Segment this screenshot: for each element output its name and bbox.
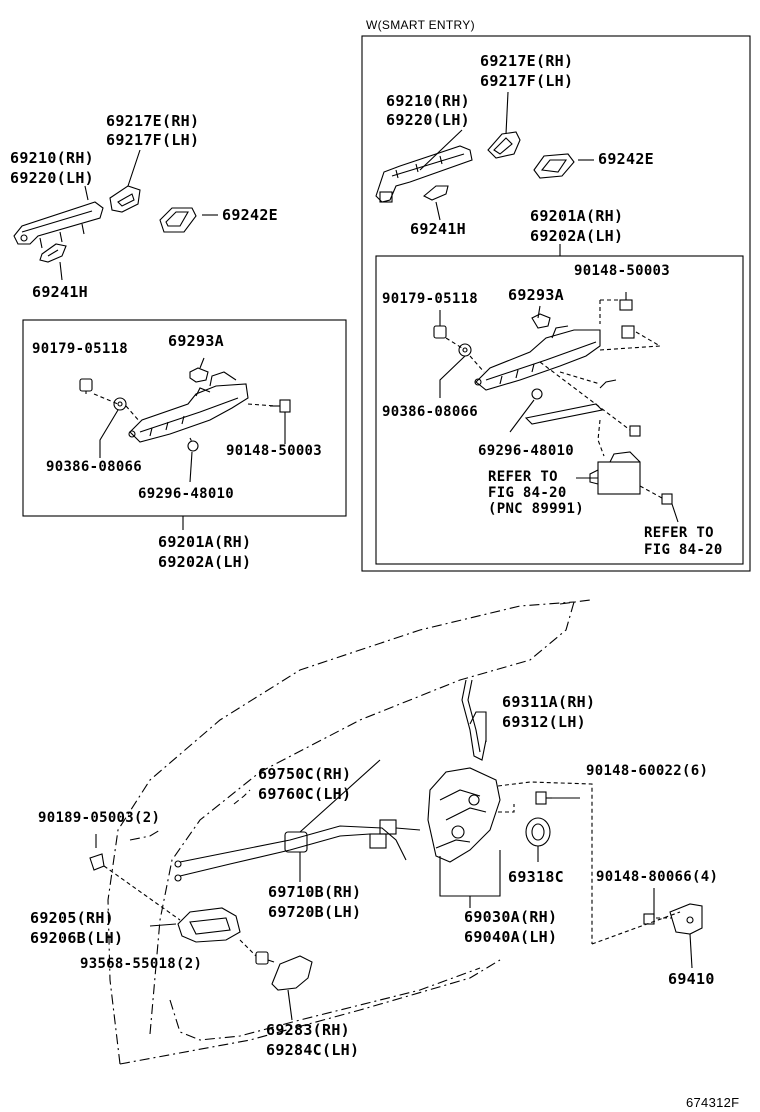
bolt-smart-part [433,325,447,339]
label-smart-pad: 69242E [598,150,654,168]
label-smart-screw: 90148-50003 [574,263,671,279]
label-smart-frame-rh: 69201A(RH) [530,207,624,225]
screw-smart-part [619,292,635,339]
screw-lock-part [535,791,552,805]
label-screw-b: 90189-05003(2) [38,810,161,826]
label-bezel-rh: 69283(RH) [266,1021,350,1039]
label-striker: 69410 [668,970,715,988]
screw-left-part [270,399,291,413]
label-smart-cap: 69241H [410,220,466,238]
cap-left-part [39,243,67,263]
label-screw-c: 90148-80066(4) [596,869,719,885]
label-smart-nut: 90386-08066 [382,404,479,420]
smart-entry-title: W(SMART ENTRY) [366,18,475,32]
screw-b-part [89,853,105,871]
rod-part [461,679,487,761]
label-smart-bracket: 69296-48010 [478,443,575,459]
pad-left-part [159,207,197,233]
label-bezel-lh: 69284C(LH) [266,1041,360,1059]
clip-left-part [189,367,209,383]
handle-cover-smart-part [487,131,521,159]
bracket-left-part [187,440,199,452]
nut-left-part [113,397,127,411]
label-inner-handle-rh: 69205(RH) [30,909,114,927]
label-cap: 69241H [32,283,88,301]
bezel-part [271,955,313,991]
outside-handle-smart-part [375,145,473,203]
inside-handle-part [177,907,241,943]
label-smart-frame-lh: 69202A(LH) [530,227,624,245]
label-clip: 69293A [168,332,224,350]
door-lock-part [427,767,501,863]
label-bracket: 69296-48010 [138,486,235,502]
latch-smart-part [589,379,673,505]
label-smart-handle-rh: 69210(RH) [386,92,470,110]
label-smart-clip: 69293A [508,286,564,304]
label-refer1-l3: (PNC 89991) [488,501,585,517]
label-grommet: 69318C [508,868,564,886]
label-cable-rh: 69750C(RH) [258,765,352,783]
label-rod-lh: 69312(LH) [502,713,586,731]
label-pad: 69242E [222,206,278,224]
bolt-left-part [79,378,93,394]
label-cable-lh: 69760C(LH) [258,785,352,803]
label-refer1-l1: REFER TO [488,469,558,485]
label-nut: 90386-08066 [46,459,143,475]
grommet-part [525,817,551,847]
label-inner-cable-lh: 69720B(LH) [268,903,362,921]
label-refer2-l2: FIG 84-20 [644,542,723,558]
label-bolt: 90179-05118 [32,341,129,357]
label-smart-handle-lh: 69220(LH) [386,111,470,129]
label-lock-rh: 69030A(RH) [464,908,558,926]
label-smart-bolt: 90179-05118 [382,291,479,307]
frame-left-part [128,371,249,443]
screw-d-part [255,951,269,965]
label-handle-rh: 69210(RH) [10,149,94,167]
label-handle-lh: 69220(LH) [10,169,94,187]
label-frame-rh: 69201A(RH) [158,533,252,551]
label-screw-d: 93568-55018(2) [80,956,203,972]
cap-smart-part [423,185,449,201]
label-inner-handle-lh: 69206B(LH) [30,929,124,947]
label-inner-cable-rh: 69710B(RH) [268,883,362,901]
label-smart-handle-cover-lh: 69217F(LH) [480,72,574,90]
label-smart-handle-cover-rh: 69217E(RH) [480,52,574,70]
label-handle-cover-rh: 69217E(RH) [106,112,200,130]
pad-smart-part [533,153,575,179]
nut-smart-part [458,343,472,357]
clip-smart-part [531,313,551,329]
label-rod-rh: 69311A(RH) [502,693,596,711]
label-screw-a: 90148-60022(6) [586,763,709,779]
outside-handle-left-part [13,201,104,249]
label-refer2-l1: REFER TO [644,525,714,541]
cable-part [174,819,421,882]
label-frame-lh: 69202A(LH) [158,553,252,571]
door-outline [107,601,575,1065]
frame-smart-part [474,325,601,391]
handle-cover-left-part [109,185,141,213]
label-screw: 90148-50003 [226,443,323,459]
label-lock-lh: 69040A(LH) [464,928,558,946]
striker-part [643,903,703,935]
label-refer1-l2: FIG 84-20 [488,485,567,501]
figure-code: 674312F [686,1095,740,1110]
bracket-smart-part [524,388,604,425]
label-handle-cover-lh: 69217F(LH) [106,131,200,149]
